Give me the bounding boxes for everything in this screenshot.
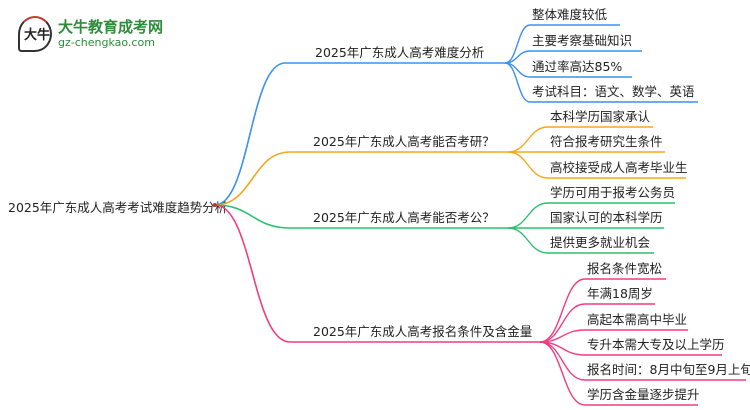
leaf-node: 考试科目：语文、数学、英语	[532, 84, 695, 99]
leaf-connector	[504, 24, 620, 64]
branch-4: 2025年广东成人高考报名条件及含金量 报名条件宽松年满18周岁高起本需高中毕业专…	[214, 204, 750, 406]
leaf-node: 国家认可的本科学历	[550, 210, 663, 225]
leaf-connector	[539, 278, 666, 343]
leaf-connector	[504, 50, 642, 64]
leaf-connector	[504, 62, 698, 103]
leaf-node: 提供更多就业机会	[550, 235, 651, 250]
branch-3: 2025年广东成人高考能否考公？ 学历可用于报考公务员国家认可的本科学历提供更多就…	[214, 185, 675, 254]
leaf-node: 符合报考研究生条件	[550, 134, 663, 149]
branch-connector	[214, 204, 508, 229]
leaf-node: 学历可用于报考公务员	[550, 185, 675, 200]
leaf-connector	[539, 303, 655, 343]
leaf-node: 学历含金量逐步提升	[587, 387, 700, 402]
leaf-node: 通过率高达85%	[532, 59, 622, 74]
leaf-node: 年满18周岁	[587, 286, 653, 301]
logo-title: 大牛教育成考网	[58, 18, 164, 36]
leaf-connector	[539, 341, 698, 406]
branch-label: 2025年广东成人高考难度分析	[315, 45, 484, 60]
leaf-node: 高校接受成人高考毕业生	[550, 160, 688, 175]
logo-mark-icon: 大牛	[18, 16, 52, 52]
branch-connector	[214, 204, 540, 343]
logo-url: gz-chengkao.com	[58, 36, 155, 49]
leaf-connector	[507, 202, 675, 229]
root-node: 2025年广东成人高考考试难度趋势分析	[8, 200, 227, 215]
leaf-node: 主要考察基础知识	[532, 33, 632, 48]
leaf-connector	[507, 126, 653, 153]
leaf-connector	[507, 151, 686, 179]
branch-label: 2025年广东成人高考能否考研？	[313, 134, 495, 149]
branch-label: 2025年广东成人高考报名条件及含金量	[313, 324, 532, 339]
root-dot	[213, 203, 217, 207]
leaf-connector	[539, 329, 688, 343]
leaf-node: 高起本需高中毕业	[587, 312, 687, 327]
leaf-connector	[507, 227, 654, 254]
leaf-node: 专升本需大专及以上学历	[587, 337, 725, 352]
logo: 大牛 大牛教育成考网 gz-chengkao.com	[18, 16, 163, 52]
branch-connector	[214, 151, 508, 206]
branch-connector	[214, 62, 505, 206]
leaf-node: 本科学历国家承认	[550, 109, 651, 124]
leaf-node: 整体难度较低	[532, 7, 608, 22]
leaf-node: 报名时间：8月中旬至9月上旬	[587, 362, 750, 377]
leaf-node: 报名条件宽松	[587, 261, 662, 276]
branch-label: 2025年广东成人高考能否考公？	[313, 210, 495, 225]
branch-2: 2025年广东成人高考能否考研？ 本科学历国家承认符合报考研究生条件高校接受成人高…	[214, 109, 688, 206]
